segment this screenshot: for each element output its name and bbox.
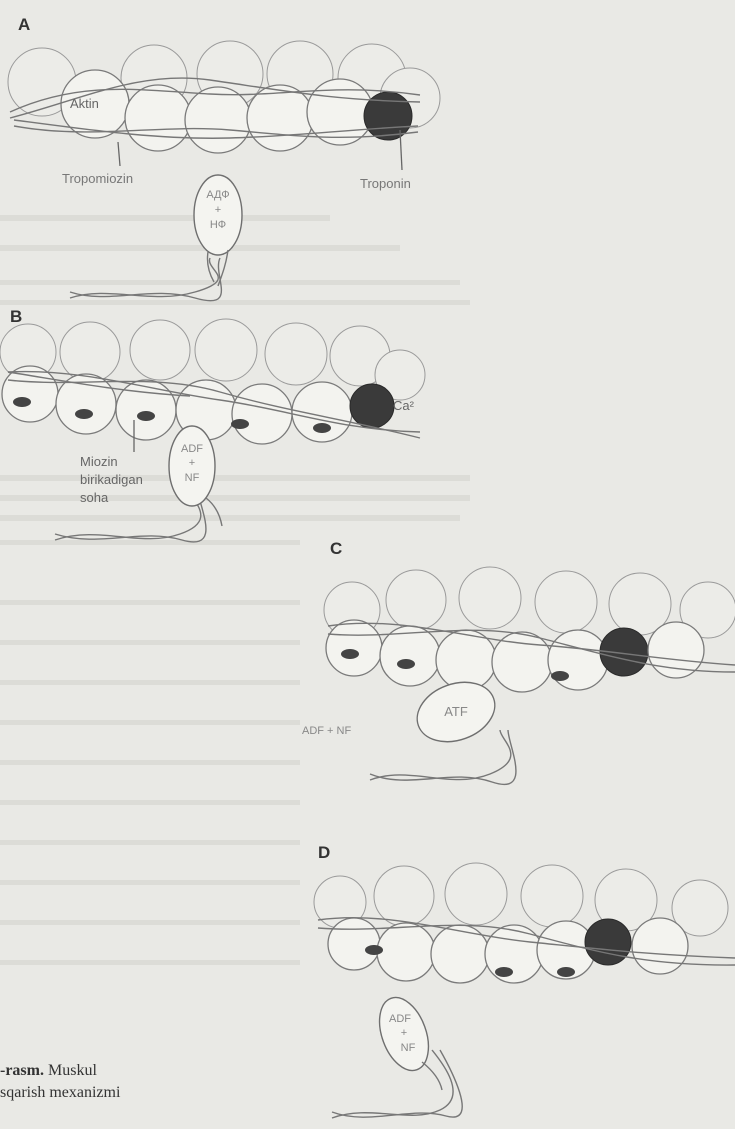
caption-figure-number: -rasm.: [0, 1062, 44, 1079]
actin-globule: [535, 571, 597, 633]
myosin-tail-1: [70, 258, 218, 298]
myosin-head-pi-label: NF: [401, 1042, 416, 1054]
myosin-head-atp-label: ATF: [444, 704, 468, 719]
myosin-neck: [206, 498, 222, 526]
actin-globule: [307, 79, 373, 145]
actin-globule: [130, 320, 190, 380]
panel-b: B Ca² Miozi: [0, 307, 425, 542]
caption-line-2: sqarish mexanizmi: [0, 1082, 200, 1104]
myosin-head-plus-label: +: [401, 1027, 407, 1039]
actin-globule: [445, 863, 507, 925]
myosin-head-adp-label: ADF: [389, 1013, 411, 1025]
troponin-globule: [350, 384, 394, 428]
caption-line-1: -rasm. Muskul: [0, 1060, 200, 1082]
actin-globule: [60, 322, 120, 382]
actin-globule: [459, 567, 521, 629]
actin-globule: [265, 323, 327, 385]
actin-globule: [232, 384, 292, 444]
actin-globule: [431, 925, 489, 983]
myosin-binding-site: [341, 649, 359, 659]
caption-line-1-text: Muskul: [48, 1062, 97, 1079]
actin-globule: [374, 866, 434, 926]
panel-d-actin-filament: [314, 863, 728, 983]
myosin-head-pi-label: НФ: [210, 219, 226, 231]
calcium-label: Ca²: [393, 398, 415, 413]
myosin-binding-site: [313, 423, 331, 433]
myosin-binding-site: [231, 419, 249, 429]
panel-a-label: A: [18, 15, 30, 34]
actin-globule: [521, 865, 583, 927]
panel-d-myosin: ADF + NF: [332, 991, 462, 1118]
actin-globule: [436, 630, 496, 690]
myosin-head-adp-label: ADF: [181, 443, 203, 455]
actin-globule: [56, 374, 116, 434]
binding-site-label-3: soha: [80, 490, 109, 505]
actin-globule: [328, 918, 380, 970]
panel-b-label: B: [10, 307, 22, 326]
actin-globule: [326, 620, 382, 676]
actin-globule: [485, 925, 543, 983]
actin-globule: [247, 85, 313, 151]
binding-site-label-1: Miozin: [80, 454, 118, 469]
myosin-tail-1: [332, 1050, 453, 1118]
myosin-binding-site: [397, 659, 415, 669]
myosin-head-adp-label: АДФ: [206, 189, 229, 201]
panel-d-label: D: [318, 843, 330, 862]
troponin-globule: [364, 92, 412, 140]
myosin-binding-site: [13, 397, 31, 407]
actin-globule: [195, 319, 257, 381]
actin-globule: [632, 918, 688, 974]
myosin-neck: [422, 1062, 442, 1090]
figure-caption: -rasm. Muskul sqarish mexanizmi: [0, 1060, 200, 1103]
panel-d: D ADF +: [314, 843, 735, 1118]
myosin-binding-site: [75, 409, 93, 419]
myosin-head-plus-label: +: [189, 457, 195, 469]
panel-c: C ATF ADF +: [302, 539, 735, 784]
tropomyosin-leader: [118, 142, 120, 166]
panel-c-actin-filament: [324, 567, 735, 692]
troponin-globule: [585, 919, 631, 965]
panel-c-label: C: [330, 539, 342, 558]
panel-c-myosin: ATF: [370, 672, 516, 784]
myosin-binding-site: [137, 411, 155, 421]
myosin-binding-site: [365, 945, 383, 955]
binding-site-label-2: birikadigan: [80, 472, 143, 487]
myosin-binding-site: [551, 671, 569, 681]
actin-globule: [380, 626, 440, 686]
myosin-head-plus-label: +: [215, 204, 221, 216]
actin-globule: [2, 366, 58, 422]
actin-globule: [185, 87, 251, 153]
actin-globule: [548, 630, 608, 690]
panel-a: A Aktin Tropomiozin Troponin: [8, 15, 440, 301]
actin-globule: [386, 570, 446, 630]
actin-label: Aktin: [70, 96, 99, 111]
actin-globule: [125, 85, 191, 151]
troponin-label: Troponin: [360, 176, 411, 191]
actin-globule: [377, 923, 435, 981]
released-adp-pi-label: ADF + NF: [302, 725, 351, 737]
actin-globule: [648, 622, 704, 678]
myosin-binding-site: [495, 967, 513, 977]
myosin-binding-site: [557, 967, 575, 977]
myosin-head-pi-label: NF: [185, 472, 200, 484]
tropomyosin-label: Tropomiozin: [62, 171, 133, 186]
panel-a-myosin: АДФ + НФ: [70, 175, 242, 301]
actin-globule: [116, 380, 176, 440]
